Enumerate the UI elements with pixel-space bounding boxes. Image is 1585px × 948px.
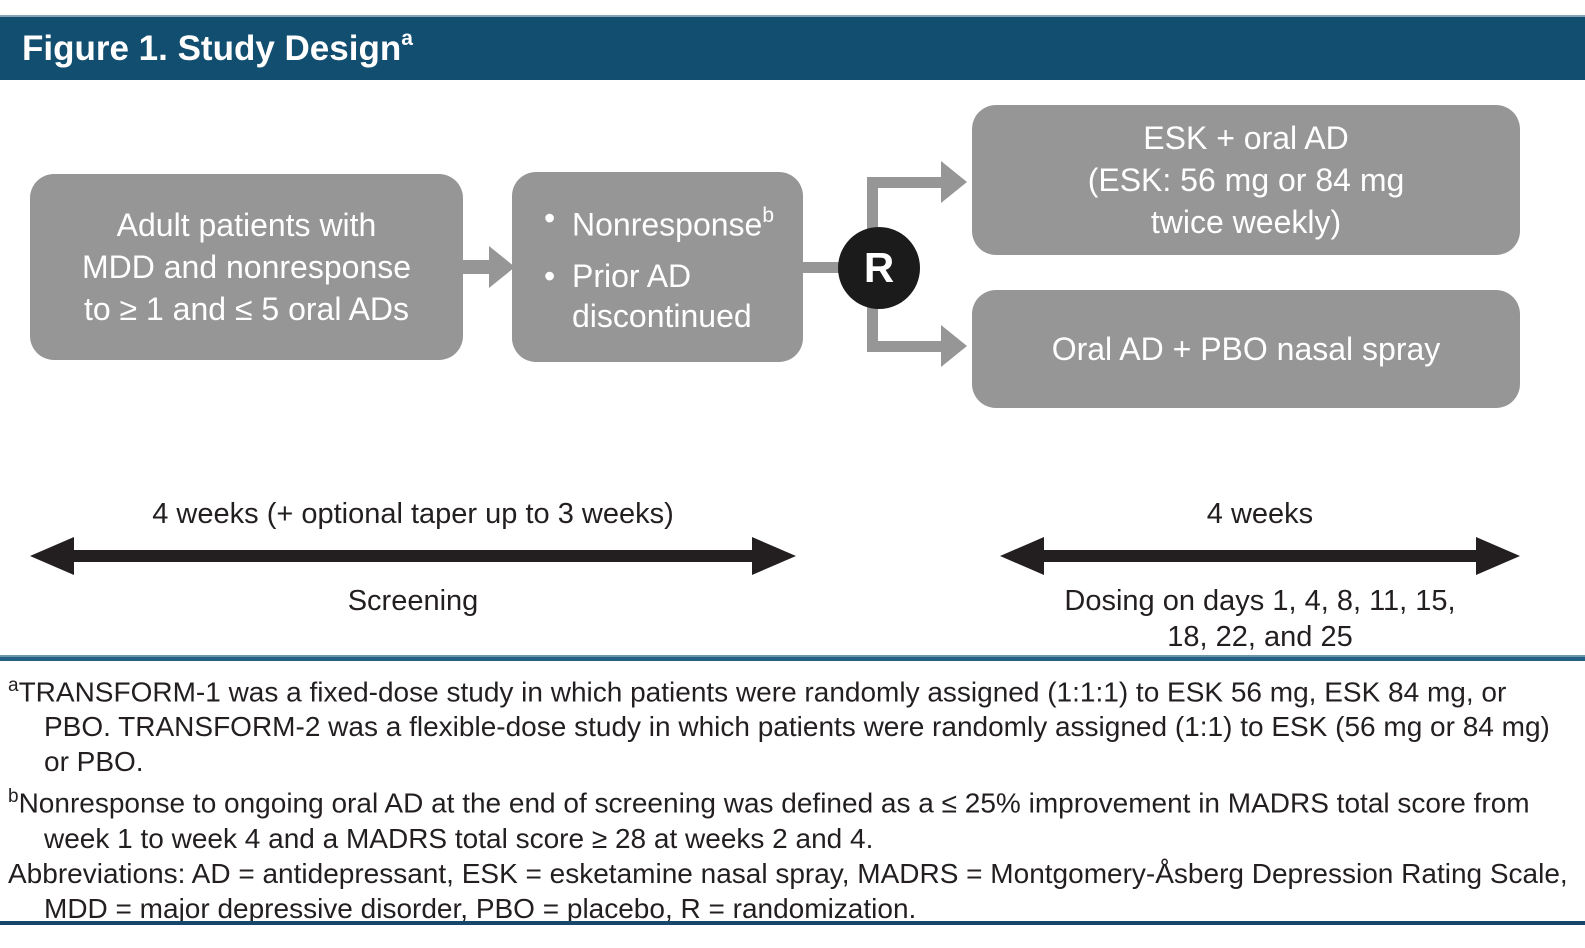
screening-duration-label: 4 weeks (+ optional taper up to 3 weeks): [152, 498, 674, 530]
flow-arrow-right-icon: [489, 246, 515, 288]
footnote-a: aTRANSFORM-1 was a fixed-dose study in w…: [8, 668, 1575, 779]
randomization-circle: R: [838, 227, 920, 309]
footnote-b-superscript: b: [8, 786, 19, 808]
bullet-icon: •: [544, 258, 556, 295]
arrow-shaft: [1044, 550, 1476, 562]
arrowhead-right-icon: [1476, 537, 1520, 575]
randomization-connector-line: [800, 262, 848, 273]
screening-double-arrow-icon: [30, 536, 796, 576]
figure-title: Figure 1. Study Designa: [0, 26, 413, 69]
bottom-rule: [0, 921, 1585, 925]
figure-title-superscript: a: [401, 26, 413, 50]
treatment-phase-label: Dosing on days 1, 4, 8, 11, 15, 18, 22, …: [1064, 585, 1456, 653]
arrowhead-right-icon: [752, 537, 796, 575]
treatment-duration-label: 4 weeks: [1206, 498, 1314, 530]
patients-box: Adult patients with MDD and nonresponse …: [30, 174, 463, 360]
figure-title-text: Figure 1. Study Design: [22, 28, 402, 68]
criteria-bullet-2: • Prior AD discontinued: [544, 256, 782, 336]
flow-arrow-shaft-icon: [463, 260, 489, 274]
arm-esk-box: ESK + oral AD (ESK: 56 mg or 84 mg twice…: [972, 105, 1520, 255]
arrowhead-left-icon: [30, 537, 74, 575]
footnote-a-superscript: a: [8, 675, 19, 696]
arm1-arrowhead-icon: [941, 161, 967, 203]
criteria-bullet-1: • Nonresponseb: [544, 198, 774, 245]
arrowhead-left-icon: [1000, 537, 1044, 575]
criteria-bullet-2-text: Prior AD discontinued: [572, 258, 752, 335]
arm2-arrowhead-icon: [941, 325, 967, 367]
bullet-icon: •: [544, 199, 556, 236]
footnote-a-text: TRANSFORM-1 was a fixed-dose study in wh…: [18, 676, 1550, 778]
footnote-b-text: Nonresponse to ongoing oral AD at the en…: [18, 787, 1530, 854]
footnote-divider: [0, 655, 1585, 661]
arrow-shaft: [74, 550, 752, 562]
randomization-label: R: [863, 244, 895, 291]
screening-criteria-box: • Nonresponseb • Prior AD discontinued: [512, 172, 803, 362]
treatment-double-arrow-icon: [1000, 536, 1520, 576]
footnotes-block: aTRANSFORM-1 was a fixed-dose study in w…: [0, 668, 1585, 926]
bracket-top-line: [867, 177, 941, 188]
criteria-bullet-1-text: Nonresponse: [572, 206, 763, 243]
screening-phase-label: Screening: [347, 585, 479, 617]
screening-timeline: 4 weeks (+ optional taper up to 3 weeks)…: [30, 498, 796, 619]
treatment-timeline: 4 weeks Dosing on days 1, 4, 8, 11, 15, …: [1000, 498, 1520, 655]
criteria-bullet-1-label: Nonresponseb: [572, 198, 774, 245]
footnote-b: bNonresponse to ongoing oral AD at the e…: [8, 779, 1575, 855]
abbreviations-note: Abbreviations: AD = antidepressant, ESK …: [8, 857, 1568, 924]
arm-pbo-box: Oral AD + PBO nasal spray: [972, 290, 1520, 408]
bracket-bottom-line: [867, 341, 941, 352]
figure-title-bar: Figure 1. Study Designa: [0, 15, 1585, 80]
criteria-bullet-1-superscript: b: [762, 203, 775, 227]
